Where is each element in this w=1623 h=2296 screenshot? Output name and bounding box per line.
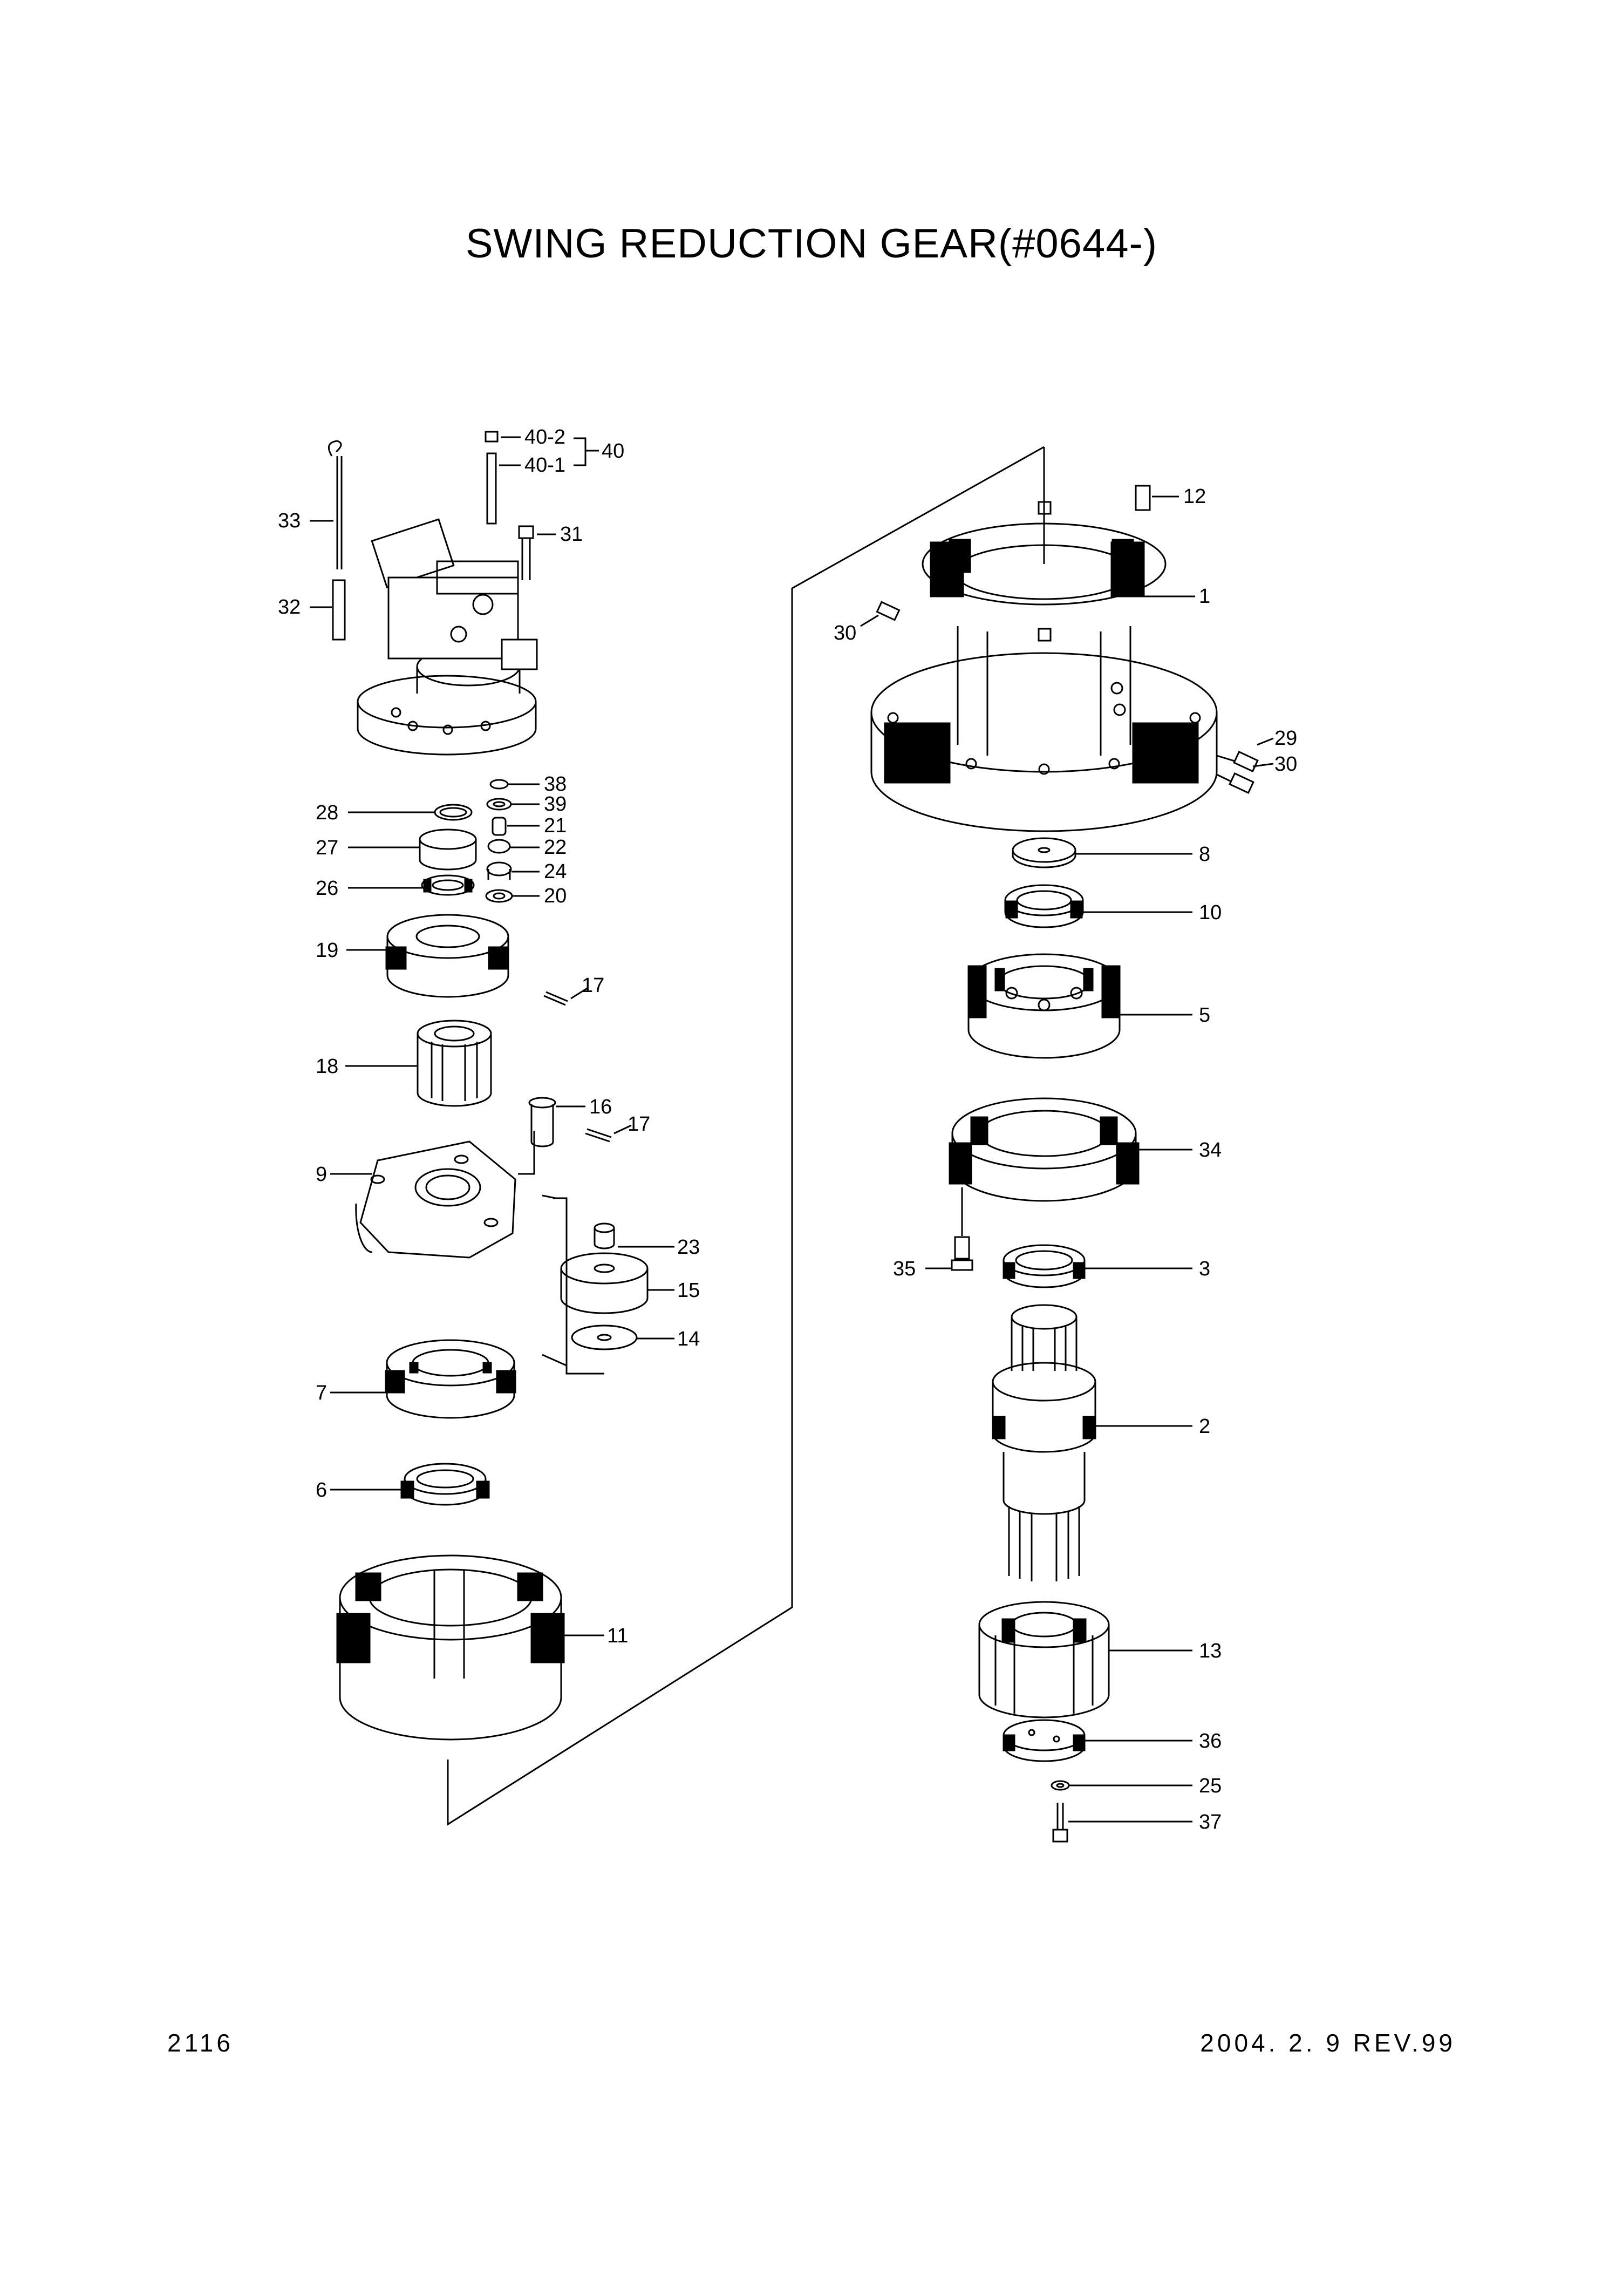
part-7-carrier [330, 1339, 516, 1419]
callout-33: 33 [278, 510, 301, 532]
callout-40-1: 40-1 [524, 454, 565, 477]
planet-gear-subgroup [542, 1194, 604, 1375]
callout-38: 38 [544, 773, 567, 796]
callout-27: 27 [316, 837, 338, 859]
callout-32: 32 [278, 596, 301, 619]
part-32-level-gauge-pipe [310, 579, 346, 641]
callout-14: 14 [677, 1328, 700, 1350]
callout-15: 15 [677, 1279, 700, 1302]
revision-date: 2004. 2. 9 REV.99 [1200, 2029, 1456, 2057]
part-25-washer [1051, 1780, 1192, 1791]
callout-21: 21 [544, 814, 567, 837]
part-27-sun-gear [348, 828, 477, 871]
part-36-cover [1003, 1719, 1192, 1762]
small-parts-stack [485, 779, 540, 903]
callout-7: 7 [316, 1382, 327, 1404]
part-23-needle-bearing [594, 1222, 674, 1249]
callout-28: 28 [316, 801, 338, 824]
callout-37: 37 [1199, 1811, 1222, 1833]
callout-13: 13 [1199, 1640, 1222, 1662]
callout-11: 11 [607, 1625, 628, 1647]
part-17-spring-pin [543, 987, 589, 1006]
callout-5: 5 [1199, 1004, 1210, 1027]
part-19-carrier [346, 914, 509, 998]
callout-31: 31 [560, 523, 583, 546]
callout-17-a: 17 [582, 974, 604, 997]
part-8-plate [1012, 837, 1192, 868]
part-31-bolt [518, 525, 556, 580]
assembly-frame-lines [447, 446, 1045, 1826]
part-2-drive-shaft [992, 1304, 1192, 1581]
part-12-plug [1135, 485, 1179, 511]
callout-24: 24 [544, 860, 567, 883]
callout-labels: 40-2 40-1 40 31 33 32 12 1 30 29 30 38 3… [278, 426, 1297, 1833]
callout-19: 19 [316, 939, 338, 962]
part-5-carrier [967, 953, 1192, 1059]
callout-40-2: 40-2 [524, 426, 565, 449]
part-1-housing [870, 447, 1218, 832]
page-number: 2116 [167, 2029, 234, 2057]
part-9-planet-carrier [330, 1131, 535, 1259]
part-40-2-plug [485, 431, 521, 443]
part-29-plug [1216, 737, 1274, 772]
callout-35: 35 [893, 1258, 916, 1280]
part-35-bolt [925, 1187, 973, 1271]
callout-34: 34 [1199, 1139, 1222, 1161]
part-34-ring [949, 1097, 1192, 1202]
callout-20: 20 [544, 885, 567, 907]
swing-motor-assembly [357, 518, 538, 756]
callout-9: 9 [316, 1163, 327, 1186]
callout-23: 23 [677, 1236, 700, 1259]
part-40-1-pipe [486, 437, 599, 525]
callout-3: 3 [1199, 1258, 1210, 1280]
part-3-ring [1003, 1244, 1192, 1288]
callout-36: 36 [1199, 1730, 1222, 1752]
callout-2: 2 [1199, 1415, 1210, 1438]
part-14-thrust-washer [571, 1324, 674, 1350]
callout-12: 12 [1183, 485, 1206, 508]
part-10-ring [1004, 884, 1192, 928]
callout-22: 22 [544, 836, 567, 859]
part-16-pin [528, 1097, 585, 1147]
part-30-plug-left [860, 601, 901, 627]
part-11-ring-gear [336, 1554, 604, 1741]
part-33-dipstick [310, 440, 343, 569]
callout-16: 16 [589, 1096, 612, 1118]
callout-25: 25 [1199, 1775, 1222, 1797]
callout-17-b: 17 [628, 1113, 650, 1136]
part-18-ring-shaft [345, 1020, 492, 1107]
part-15-planet-gear [560, 1252, 674, 1314]
part-37-bolt [1052, 1803, 1192, 1843]
callout-39: 39 [544, 793, 567, 816]
callout-10: 10 [1199, 901, 1222, 924]
part-28-snap-ring [348, 804, 473, 821]
part-17-pin-b [585, 1124, 632, 1143]
callout-18: 18 [316, 1055, 338, 1078]
part-26-thrust-washer [348, 874, 475, 896]
part-6-ring [330, 1463, 490, 1506]
callout-30-right: 30 [1274, 753, 1297, 776]
callout-26: 26 [316, 877, 338, 900]
callout-29: 29 [1274, 727, 1297, 750]
part-30-plug-right [1216, 763, 1274, 794]
callout-1: 1 [1199, 585, 1210, 608]
callout-8: 8 [1199, 843, 1210, 866]
part-13-pinion [978, 1601, 1192, 1718]
callout-40: 40 [602, 440, 624, 463]
callout-30-left: 30 [834, 622, 856, 644]
callout-6: 6 [316, 1479, 327, 1502]
page-title: SWING REDUCTION GEAR(#0644-) [465, 221, 1158, 267]
